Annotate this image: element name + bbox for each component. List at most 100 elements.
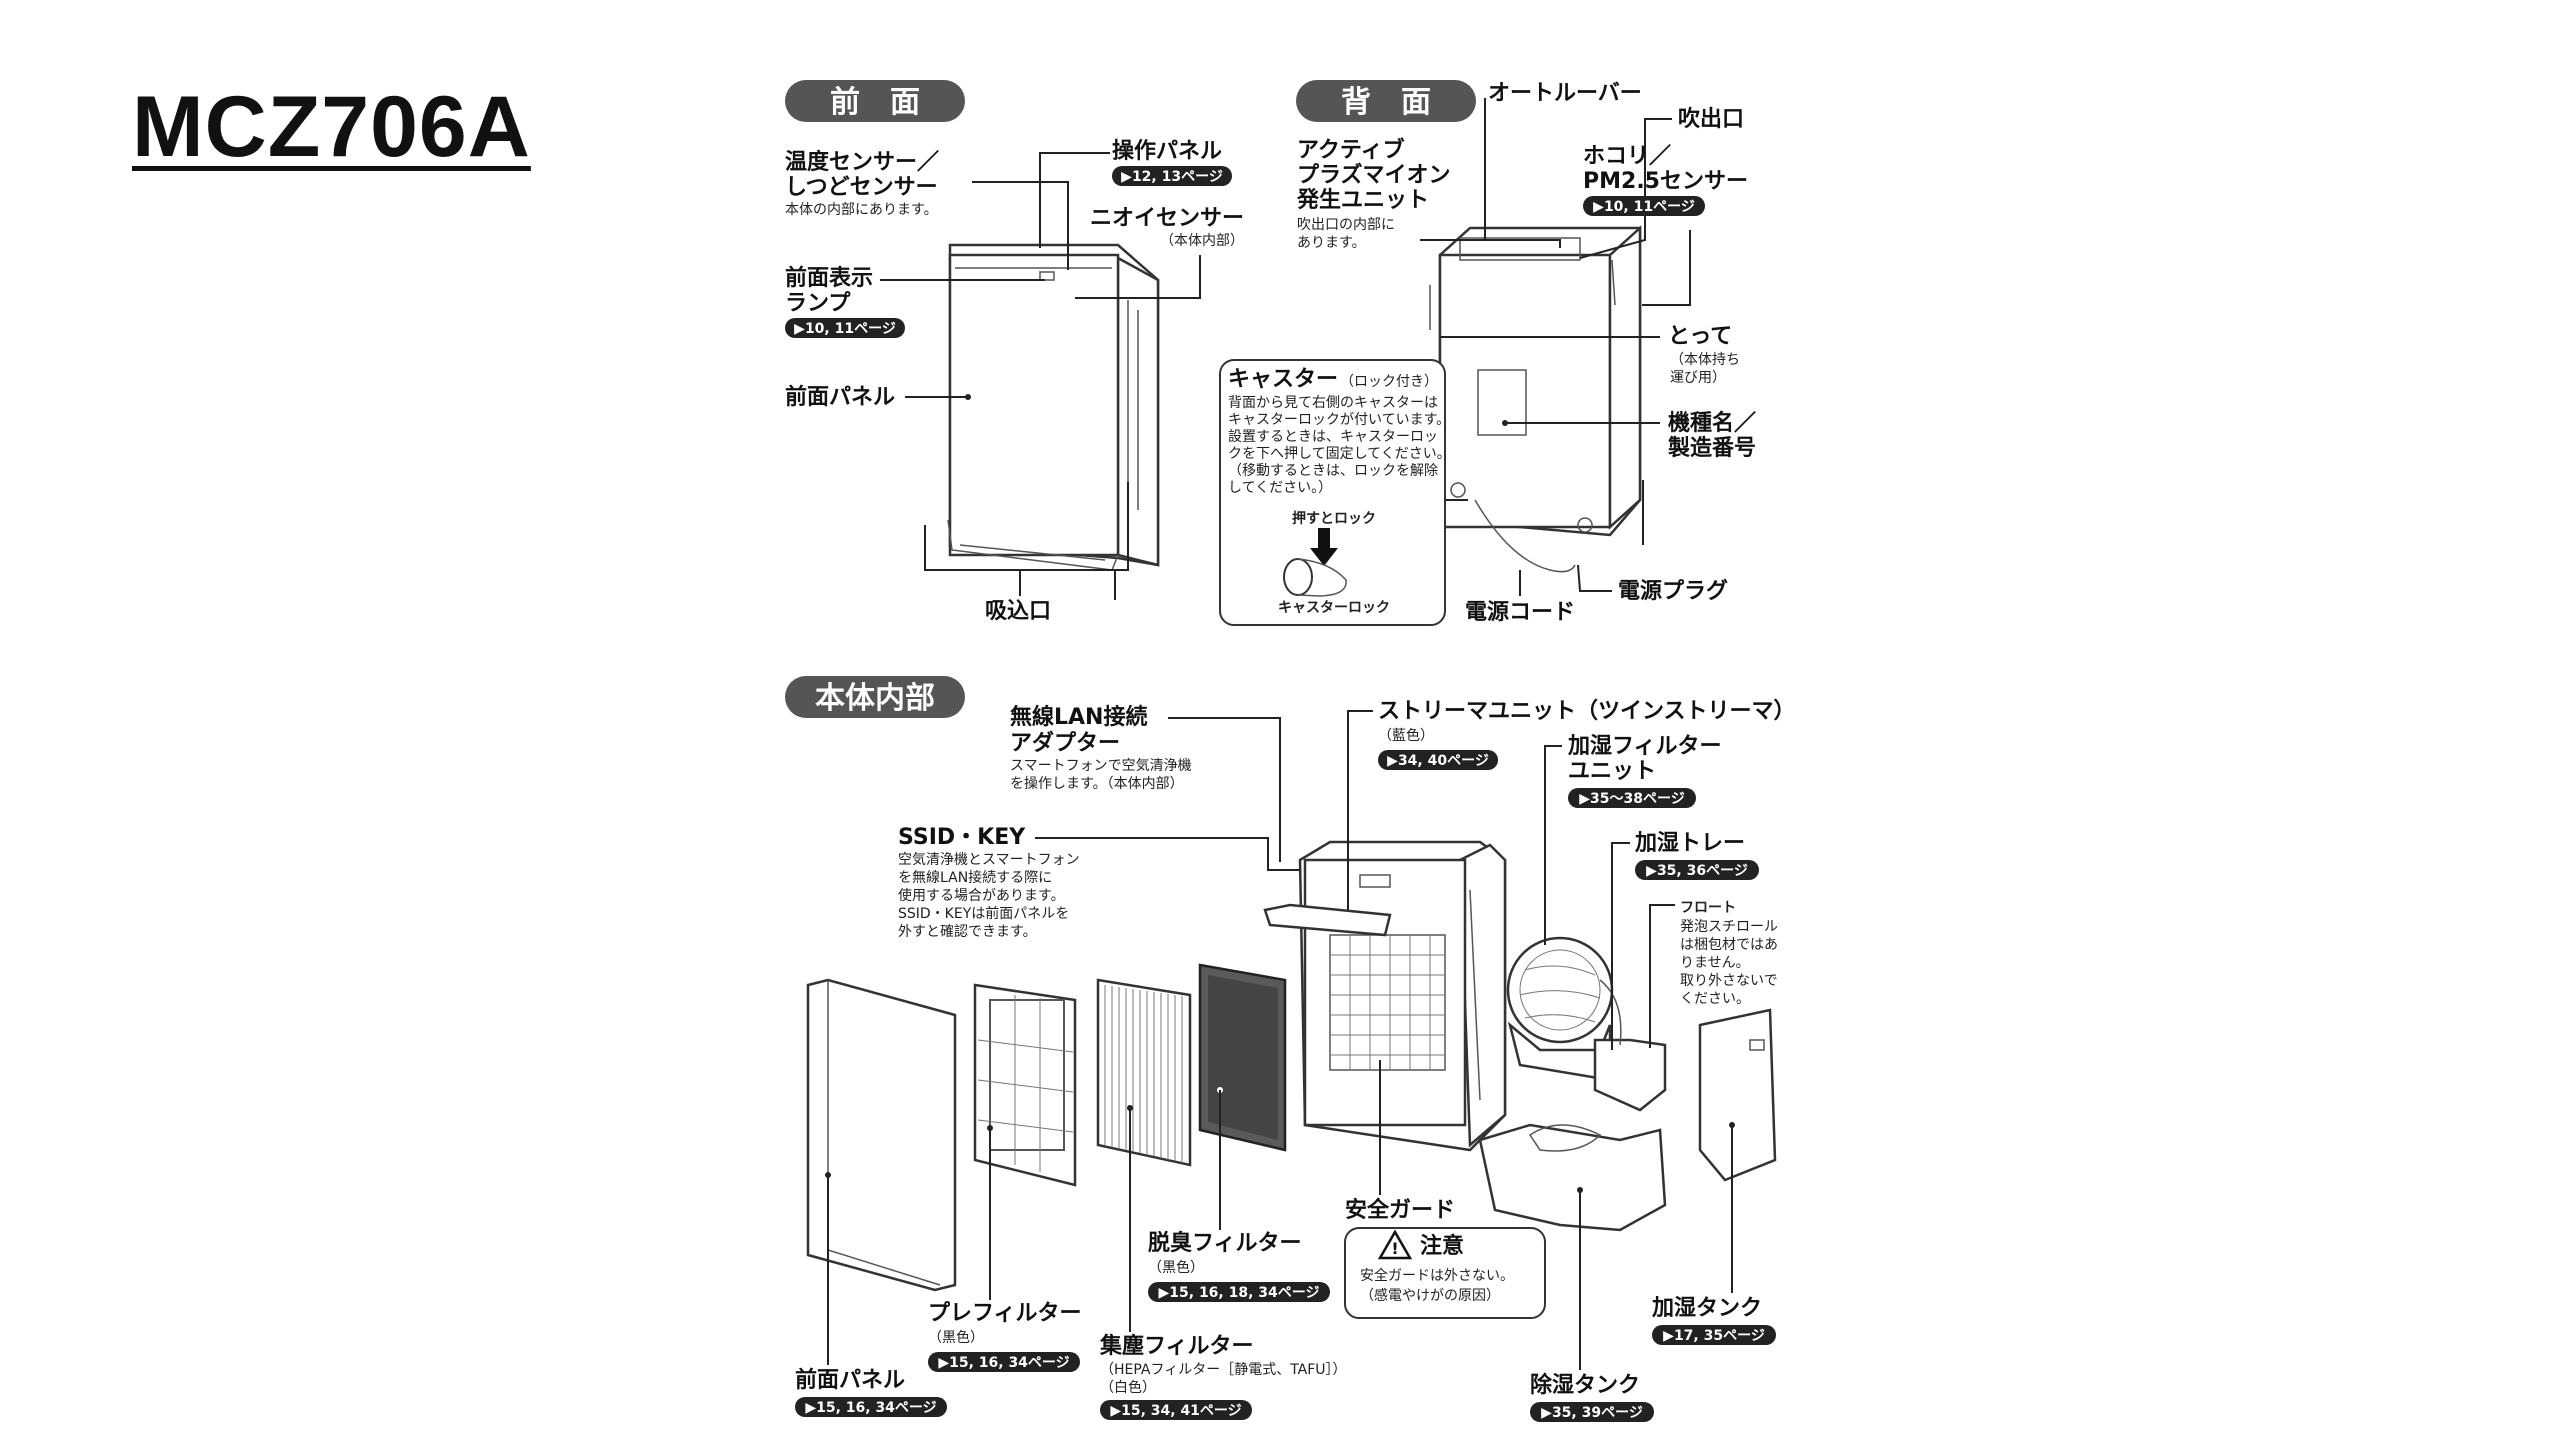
svg-text:▶35～38ページ: ▶35～38ページ bbox=[1579, 791, 1684, 807]
dust-sensor-label-2: PM2.5センサー bbox=[1583, 169, 1748, 194]
deodor-filter-ref-badge: ▶15, 16, 18, 34ページ bbox=[1148, 1282, 1330, 1302]
svg-text:前 面: 前 面 bbox=[830, 85, 920, 120]
power-cord-label: 電源コード bbox=[1465, 600, 1575, 625]
warning-icon bbox=[1377, 1229, 1413, 1260]
temp-sensor-label-1: 温度センサー／ bbox=[785, 149, 939, 175]
dehumid-tank-label: 除湿タンク bbox=[1530, 1372, 1640, 1398]
svg-text:してください。）: してください。） bbox=[1228, 480, 1332, 496]
deodor-filter-label: 脱臭フィルター bbox=[1148, 1230, 1302, 1256]
plasma-label-2: プラズマイオン bbox=[1297, 162, 1451, 188]
power-plug-label: 電源プラグ bbox=[1618, 578, 1728, 604]
humid-tank-illustration bbox=[1698, 1008, 1777, 1182]
dust-sensor-label-1: ホコリ／ bbox=[1583, 144, 1671, 169]
svg-text:▶12, 13ページ: ▶12, 13ページ bbox=[1121, 169, 1223, 185]
svg-text:押すとロック: 押すとロック bbox=[1292, 510, 1376, 527]
plasma-note-1: 吹出口の内部に bbox=[1297, 217, 1395, 233]
dehumid-tank-ref-badge: ▶35, 39ページ bbox=[1530, 1402, 1654, 1422]
caution-box: ! 注意 安全ガードは外さない。 （感電やけがの原因） bbox=[1344, 1227, 1546, 1319]
ssid-note-3: 使用する場合があります。 bbox=[898, 887, 1065, 904]
control-panel-label: 操作パネル bbox=[1112, 139, 1222, 164]
svg-text:▶10, 11ページ: ▶10, 11ページ bbox=[1593, 199, 1695, 215]
display-lamp-label-2: ランプ bbox=[785, 291, 851, 316]
float-note-3: りません。 bbox=[1680, 955, 1750, 971]
svg-text:▶35, 39ページ: ▶35, 39ページ bbox=[1541, 1405, 1643, 1421]
float-label: フロート bbox=[1680, 900, 1736, 916]
wlan-note-1: スマートフォンで空気清浄機 bbox=[1010, 758, 1192, 774]
inside-main-body-illustration bbox=[1263, 840, 1507, 1152]
section-back-badge: 背 面 bbox=[1296, 80, 1476, 122]
humid-filter-label-1: 加湿フィルター bbox=[1567, 734, 1722, 759]
svg-text:（ロック付き）: （ロック付き） bbox=[1340, 374, 1438, 390]
svg-text:!: ! bbox=[1391, 1239, 1398, 1258]
plasma-note-2: あります。 bbox=[1297, 235, 1366, 251]
back-unit-illustration bbox=[1429, 225, 1642, 573]
odor-sensor-label: ニオイセンサー bbox=[1090, 206, 1244, 231]
svg-text:背 面: 背 面 bbox=[1341, 85, 1431, 120]
pre-filter-ref-badge: ▶15, 16, 34ページ bbox=[928, 1352, 1080, 1372]
front-panel-label: 前面パネル bbox=[785, 384, 895, 410]
svg-text:背面から見て右側のキャスターは: 背面から見て右側のキャスターは bbox=[1228, 395, 1438, 411]
wlan-label-1: 無線LAN接続 bbox=[1010, 704, 1147, 730]
plasma-label-1: アクティブ bbox=[1297, 137, 1405, 163]
section-inside-badge: 本体内部 bbox=[785, 676, 965, 718]
front-unit-illustration bbox=[947, 243, 1160, 571]
wlan-note-2: を操作します。（本体内部） bbox=[1010, 776, 1184, 792]
svg-text:設置するときは、キャスターロッ: 設置するときは、キャスターロッ bbox=[1228, 429, 1438, 445]
handle-note-2: 運び用） bbox=[1670, 370, 1726, 386]
hepa-filter-label: 集塵フィルター bbox=[1099, 1333, 1254, 1359]
hepa-note-2: （白色） bbox=[1100, 1379, 1156, 1396]
deodor-filter-note: （黒色） bbox=[1148, 1259, 1204, 1276]
deodor-filter-illustration bbox=[1198, 963, 1287, 1152]
caster-callout: キャスター （ロック付き） 背面から見て右側のキャスターは キャスターロックが付… bbox=[1219, 359, 1451, 626]
humid-tray-label: 加湿トレー bbox=[1634, 831, 1745, 856]
streamer-note: （藍色） bbox=[1378, 727, 1434, 744]
intake-label: 吸込口 bbox=[985, 599, 1051, 624]
pre-filter-label: プレフィルター bbox=[928, 1301, 1082, 1326]
humid-filter-ref-badge: ▶35～38ページ bbox=[1568, 788, 1696, 808]
humid-tank-label: 加湿タンク bbox=[1651, 1296, 1762, 1321]
streamer-label: ストリーマユニット（ツインストリーマ） bbox=[1378, 699, 1796, 724]
svg-text:▶34, 40ページ: ▶34, 40ページ bbox=[1387, 753, 1489, 769]
model-label-1: 機種名／ bbox=[1668, 410, 1756, 436]
display-lamp-ref-badge: ▶10, 11ページ bbox=[785, 318, 905, 338]
wlan-label-2: アダプター bbox=[1010, 730, 1120, 756]
temp-sensor-label-2: しつどセンサー bbox=[785, 175, 938, 200]
svg-text:（感電やけがの原因）: （感電やけがの原因） bbox=[1360, 1287, 1500, 1304]
svg-text:キャスターロックが付いています。: キャスターロックが付いています。 bbox=[1228, 412, 1450, 428]
handle-label: とって bbox=[1668, 324, 1732, 349]
svg-text:キャスターロック: キャスターロック bbox=[1278, 600, 1390, 616]
svg-text:▶10, 11ページ: ▶10, 11ページ bbox=[794, 321, 896, 337]
svg-text:（移動するときは、ロックを解除: （移動するときは、ロックを解除 bbox=[1228, 463, 1438, 479]
inside-front-panel-illustration bbox=[806, 978, 957, 1292]
plasma-label-3: 発生ユニット bbox=[1296, 188, 1429, 213]
svg-text:▶15, 16, 18, 34ページ: ▶15, 16, 18, 34ページ bbox=[1159, 1285, 1320, 1301]
model-label-2: 製造番号 bbox=[1667, 435, 1756, 461]
display-lamp-label-1: 前面表示 bbox=[785, 265, 873, 291]
temp-sensor-note: 本体の内部にあります。 bbox=[785, 202, 938, 218]
auto-louver-label: オートルーバー bbox=[1488, 81, 1642, 106]
inside-front-panel-label: 前面パネル bbox=[795, 1367, 905, 1393]
handle-note-1: （本体持ち bbox=[1670, 352, 1740, 368]
safety-guard-label: 安全ガード bbox=[1345, 1197, 1455, 1223]
ssid-key-label: SSID・KEY bbox=[898, 825, 1026, 850]
dehumid-tank-illustration bbox=[1478, 1123, 1667, 1232]
streamer-ref-badge: ▶34, 40ページ bbox=[1378, 750, 1498, 770]
control-panel-ref-badge: ▶12, 13ページ bbox=[1112, 166, 1232, 186]
ssid-note-2: を無線LAN接続する際に bbox=[898, 869, 1052, 886]
ssid-note-5: 外すと確認できます。 bbox=[898, 924, 1037, 940]
svg-text:注意: 注意 bbox=[1420, 1233, 1464, 1259]
float-note-2: は梱包材ではあ bbox=[1680, 937, 1778, 953]
humid-tray-illustration bbox=[1593, 979, 1667, 1112]
svg-text:キャスター: キャスター bbox=[1228, 367, 1338, 392]
section-front-badge: 前 面 bbox=[785, 80, 965, 122]
dust-sensor-ref-badge: ▶10, 11ページ bbox=[1583, 196, 1705, 216]
humid-filter-label-2: ユニット bbox=[1568, 759, 1656, 784]
svg-text:▶35, 36ページ: ▶35, 36ページ bbox=[1646, 863, 1748, 879]
float-note-5: ください。 bbox=[1680, 991, 1750, 1007]
svg-text:▶17, 35ページ: ▶17, 35ページ bbox=[1663, 1328, 1765, 1344]
pre-filter-note: （黒色） bbox=[928, 1329, 984, 1346]
humid-tank-ref-badge: ▶17, 35ページ bbox=[1652, 1325, 1776, 1345]
svg-text:クを下へ押して固定してください。: クを下へ押して固定してください。 bbox=[1228, 446, 1451, 462]
pre-filter-illustration bbox=[973, 983, 1077, 1187]
